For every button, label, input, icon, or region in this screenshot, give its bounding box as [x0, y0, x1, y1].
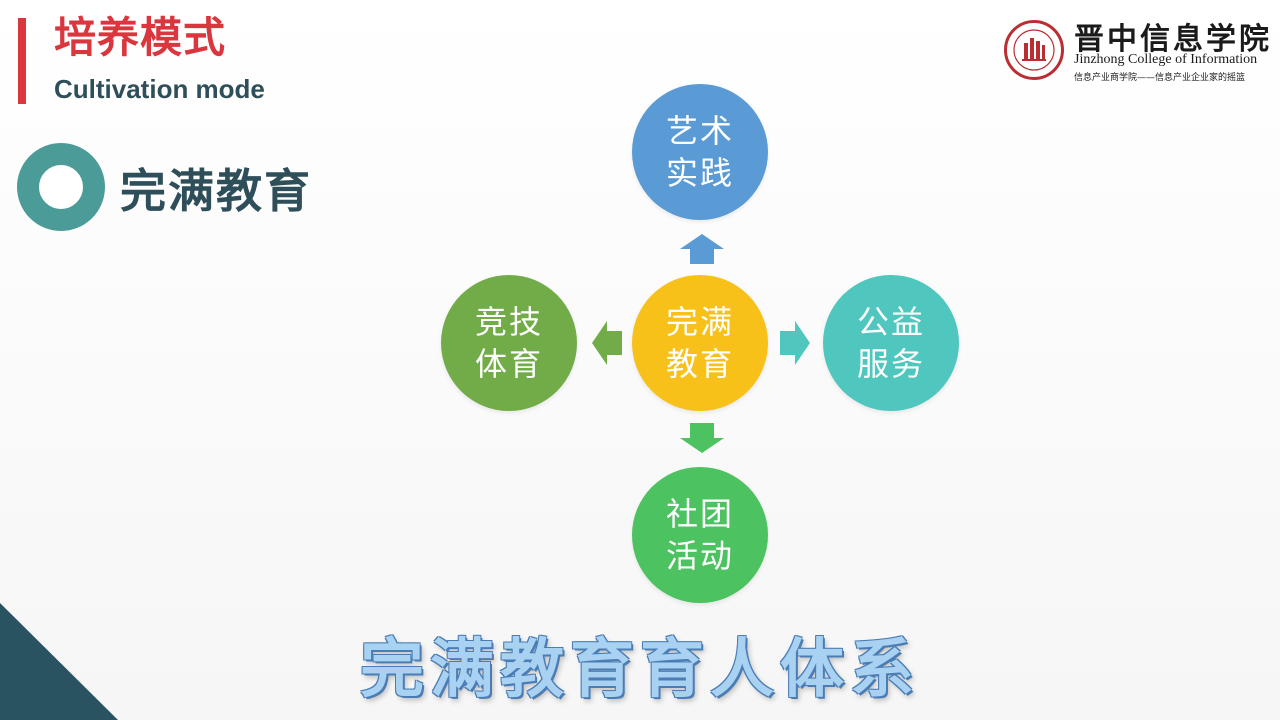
title-accent-bar	[18, 18, 26, 104]
arrow-right-icon	[780, 321, 810, 365]
college-name-en: Jinzhong College of Information	[1074, 52, 1258, 67]
page-subtitle: Cultivation mode	[54, 74, 265, 104]
arrow-up-icon	[680, 234, 724, 264]
node-art-practice: 艺术实践	[632, 84, 768, 220]
node-public-service: 公益服务	[823, 275, 959, 411]
footer-title: 完满教育育人体系	[360, 633, 920, 707]
college-name-cn: 晋中信息学院	[1074, 22, 1272, 57]
node-competitive-sports-label: 竞技体育	[474, 303, 543, 383]
arrow-down-icon	[680, 423, 724, 453]
page-title: 培养模式	[54, 13, 227, 62]
college-logo: 晋中信息学院 Jinzhong College of Information 信…	[1004, 14, 1269, 83]
section-heading: 完满教育	[120, 164, 312, 218]
college-seal-icon	[1004, 20, 1064, 80]
ring-bullet-icon	[17, 143, 105, 231]
node-public-service-label: 公益服务	[856, 303, 925, 383]
arrow-left-icon	[592, 321, 622, 365]
node-competitive-sports: 竞技体育	[441, 275, 577, 411]
node-club-activities-label: 社团活动	[665, 495, 734, 575]
node-complete-education: 完满教育	[632, 275, 768, 411]
node-complete-education-label: 完满教育	[665, 303, 734, 383]
node-club-activities: 社团活动	[632, 467, 768, 603]
college-slogan: 信息产业商学院——信息产业企业家的摇篮	[1074, 73, 1246, 83]
node-art-practice-label: 艺术实践	[665, 112, 734, 192]
